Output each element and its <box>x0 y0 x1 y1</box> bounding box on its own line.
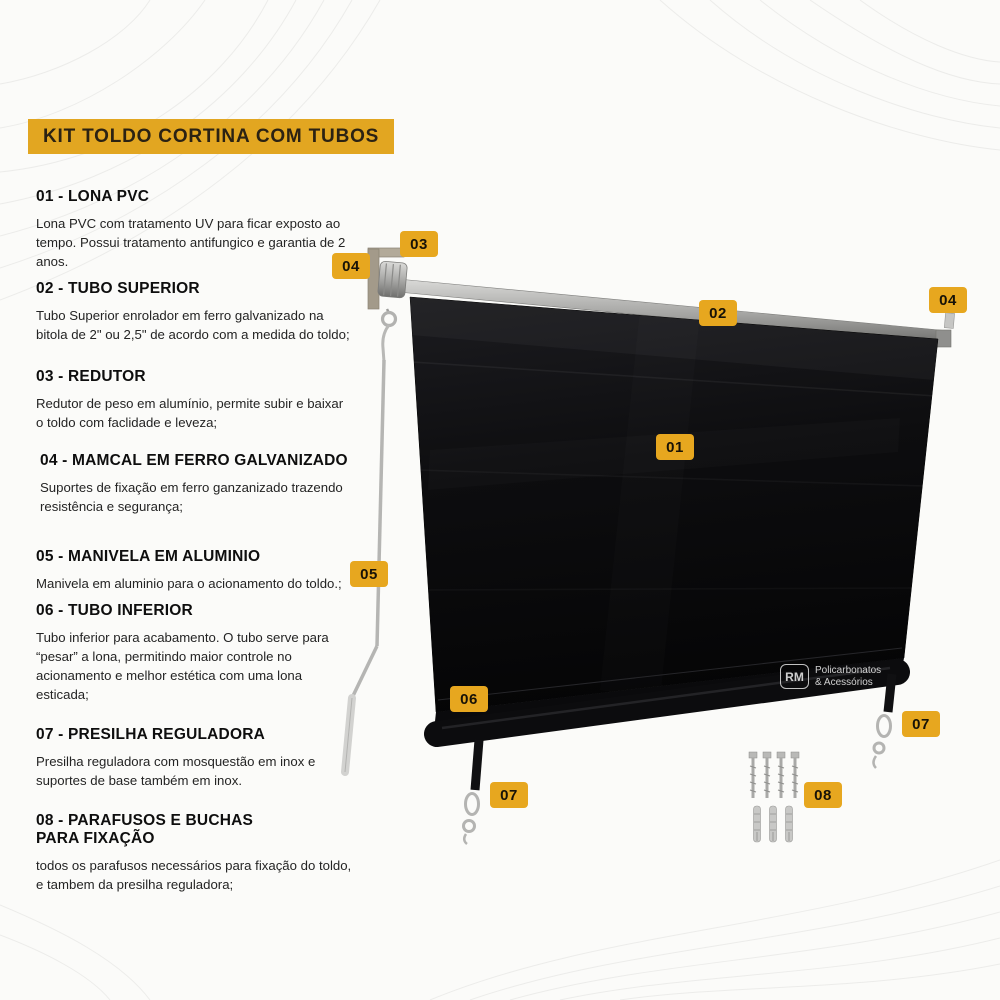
screw <box>790 751 800 798</box>
brand-logo: RM <box>780 664 809 689</box>
part-01-lona-pvc: 01 - LONA PVC Lona PVC com tratamento UV… <box>36 188 352 271</box>
reducer <box>377 260 408 299</box>
part-heading: 01 - LONA PVC <box>36 188 150 205</box>
part-heading: 03 - REDUTOR <box>36 368 146 385</box>
part-07-presilha: 07 - PRESILHA REGULADORA Presilha regula… <box>36 726 352 790</box>
brand-name: Policarbonatos & Acessórios <box>815 665 881 689</box>
wall-anchor <box>753 805 761 843</box>
brand-line1: Policarbonatos <box>815 664 882 676</box>
part-heading: 04 - MAMCAL EM FERRO GALVANIZADO <box>40 452 348 469</box>
part-description: Redutor de peso em alumínio, permite sub… <box>36 396 344 431</box>
part-08-parafusos: 08 - PARAFUSOS E BUCHAS PARA FIXAÇÃO tod… <box>36 812 352 894</box>
part-heading: 07 - PRESILHA REGULADORA <box>36 726 265 743</box>
brand-line2: & Acessórios <box>815 676 873 688</box>
right-bracket <box>935 312 955 348</box>
part-03-redutor: 03 - REDUTOR Redutor de peso em alumínio… <box>36 368 352 432</box>
wall-anchor <box>769 805 777 843</box>
tag-02-tubo-superior: 02 <box>699 300 737 326</box>
part-description: Presilha reguladora com mosquestão em in… <box>36 754 316 789</box>
brand-watermark: RM Policarbonatos & Acessórios <box>780 664 881 689</box>
part-description: todos os parafusos necessários para fixa… <box>36 858 352 893</box>
tag-07-presilha-left: 07 <box>490 782 528 808</box>
part-heading: 05 - MANIVELA EM ALUMINIO <box>36 548 261 565</box>
part-description: Manivela em aluminio para o acionamento … <box>36 576 342 591</box>
tag-07-presilha-right: 07 <box>902 711 940 737</box>
strap-clip-left <box>462 739 484 845</box>
screws-and-anchors <box>748 751 800 843</box>
part-heading: 02 - TUBO SUPERIOR <box>36 280 200 297</box>
pvc-canvas <box>409 296 939 713</box>
tag-06-tubo-inferior: 06 <box>450 686 488 712</box>
tag-03-redutor: 03 <box>400 231 438 257</box>
tag-08-parafusos: 08 <box>804 782 842 808</box>
part-05-manivela: 05 - MANIVELA EM ALUMINIO Manivela em al… <box>36 548 352 593</box>
part-04-mamcal: 04 - MAMCAL EM FERRO GALVANIZADO Suporte… <box>40 452 356 516</box>
part-description: Tubo inferior para acabamento. O tubo se… <box>36 630 329 703</box>
part-description: Tubo Superior enrolador em ferro galvani… <box>36 308 350 343</box>
screw <box>748 751 758 798</box>
tag-04-bracket-right: 04 <box>929 287 967 313</box>
wall-anchor <box>785 805 793 843</box>
part-description: Lona PVC com tratamento UV para ficar ex… <box>36 216 346 270</box>
screw <box>762 751 772 798</box>
part-02-tubo-superior: 02 - TUBO SUPERIOR Tubo Superior enrolad… <box>36 280 352 344</box>
page-title: KIT TOLDO CORTINA COM TUBOS <box>28 119 395 154</box>
part-description: Suportes de fixação em ferro ganzanizado… <box>40 480 343 515</box>
top-tube <box>397 278 951 345</box>
part-heading: 08 - PARAFUSOS E BUCHAS PARA FIXAÇÃO <box>36 812 254 847</box>
tag-05-manivela: 05 <box>350 561 388 587</box>
bottom-tube <box>424 647 910 747</box>
part-06-tubo-inferior: 06 - TUBO INFERIOR Tubo inferior para ac… <box>36 602 352 705</box>
tag-04-bracket-left: 04 <box>332 253 370 279</box>
part-heading: 06 - TUBO INFERIOR <box>36 602 193 619</box>
left-bracket <box>367 247 405 328</box>
tag-01-lona: 01 <box>656 434 694 460</box>
screw <box>776 751 786 798</box>
